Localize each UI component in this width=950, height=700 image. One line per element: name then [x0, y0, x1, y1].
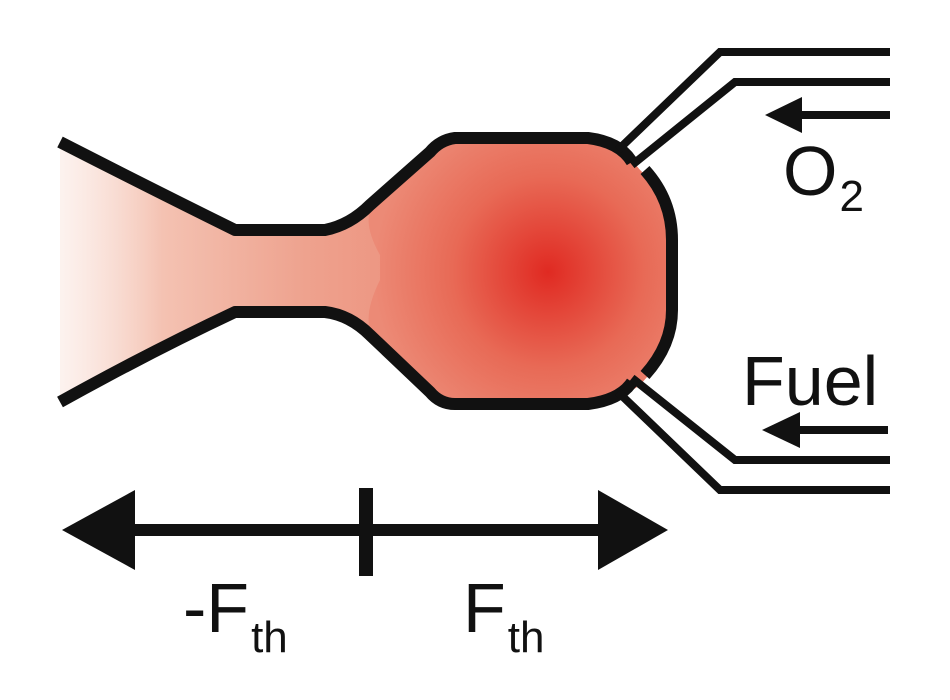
positive-thrust-subscript: th: [508, 613, 545, 662]
combustion-chamber: [368, 140, 672, 402]
oxygen-flow-arrow: [765, 97, 890, 133]
positive-thrust-label: Fth: [463, 569, 544, 662]
negative-thrust-label: -Fth: [183, 569, 288, 662]
oxygen-subscript: 2: [839, 172, 863, 221]
fuel-feed-pipe: [615, 374, 890, 494]
fuel-label: Fuel: [742, 342, 878, 420]
positive-thrust-arrowhead: [598, 490, 668, 570]
negative-thrust-arrowhead: [62, 490, 135, 570]
oxygen-feed-pipe: [615, 48, 890, 169]
negative-thrust-subscript: th: [251, 613, 288, 662]
nozzle-upper-wall: [57, 132, 638, 236]
fuel-flow-arrow: [762, 412, 888, 448]
nozzle-lower-wall: [57, 306, 637, 410]
thrust-axis: [62, 488, 668, 576]
injector-wall: [640, 165, 678, 380]
oxygen-label: O2: [783, 132, 864, 221]
